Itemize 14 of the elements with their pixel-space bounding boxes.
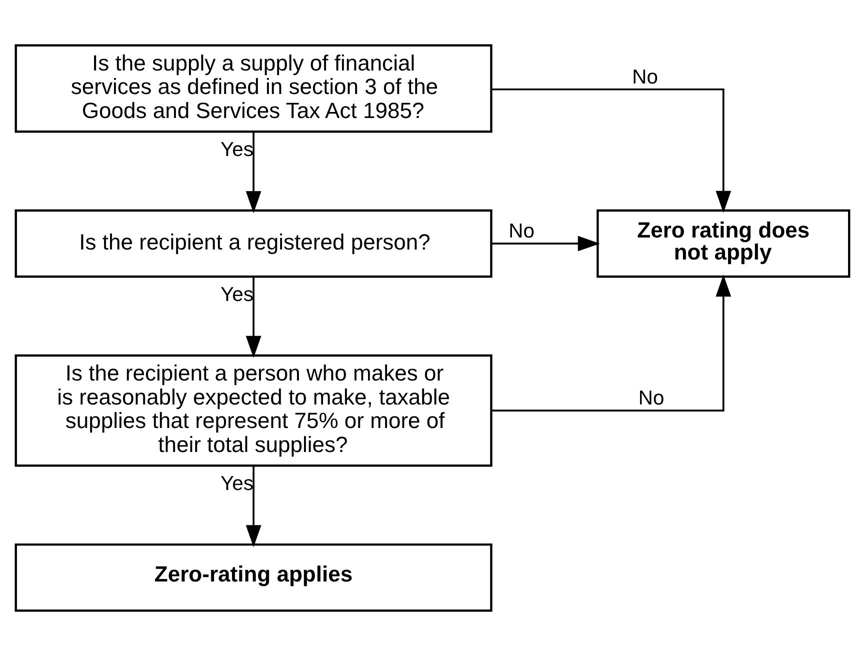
arrow: [492, 235, 600, 251]
arrow: [492, 88, 732, 212]
edge-label: No: [632, 66, 658, 88]
edge-label: No: [638, 387, 664, 410]
arrow: [246, 131, 262, 213]
arrow: [246, 465, 262, 547]
node-box: Is the supply a supply of financial services as defined in section 3 of the Goods and Services Tax Act 1985?: [14, 44, 492, 132]
node-box: Is the recipient a registered person?: [14, 208, 492, 278]
node-box: Is the recipient a person who makes or is reasonably expected to make, taxable supplies that represent 75% or more of their total supplies?: [14, 354, 492, 466]
arrow: [492, 274, 732, 412]
node-box: Zero-rating applies: [14, 542, 492, 612]
edge-label: No: [508, 220, 534, 242]
arrow: [246, 276, 262, 358]
node-box: Zero rating does not apply: [596, 208, 850, 278]
